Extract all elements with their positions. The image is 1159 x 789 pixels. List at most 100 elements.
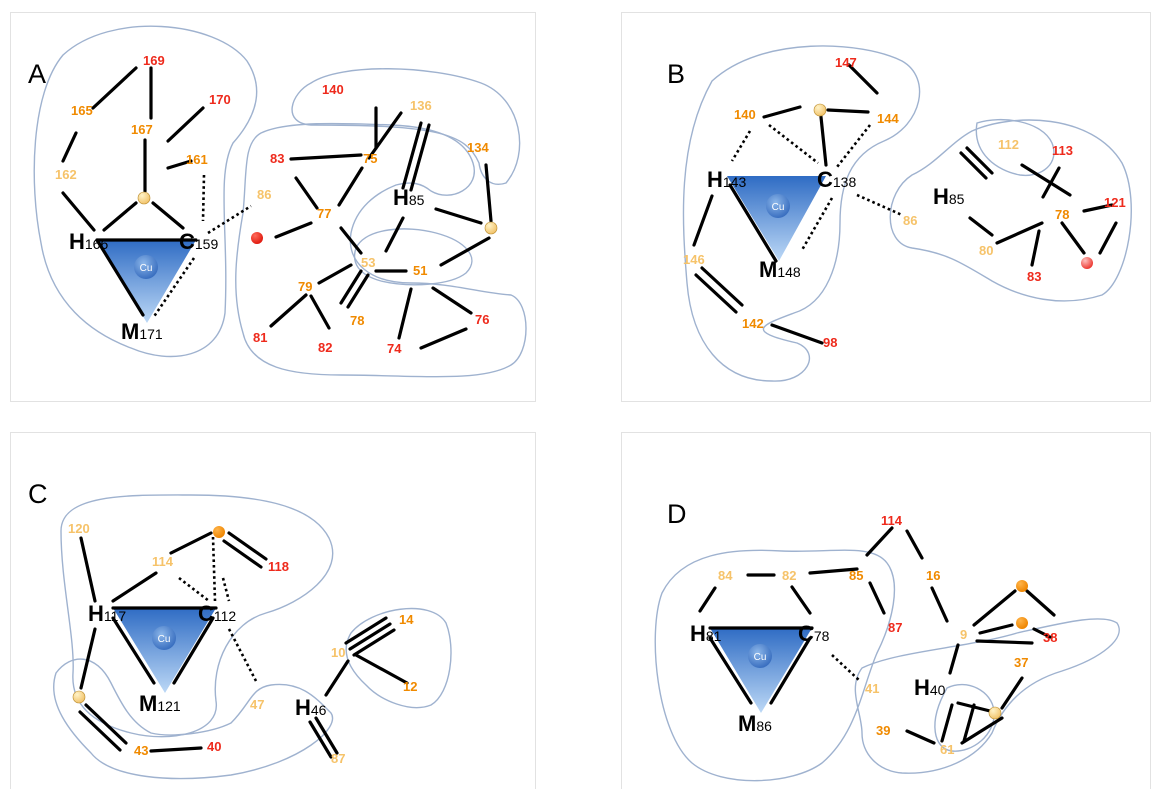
bond xyxy=(692,194,714,247)
bond xyxy=(1030,229,1041,267)
residue-label: 41 xyxy=(865,681,879,696)
atom-marker xyxy=(72,690,86,704)
bond xyxy=(111,571,158,603)
bottom-atom-index: 171 xyxy=(139,326,163,342)
bond xyxy=(960,716,1004,745)
dotted-bond xyxy=(768,123,819,165)
bond xyxy=(339,226,363,255)
bond xyxy=(95,238,145,317)
double-bond xyxy=(339,269,363,305)
extra-atom-letter: H xyxy=(933,184,949,209)
bond xyxy=(978,623,1014,635)
bond xyxy=(151,201,185,230)
atom-marker xyxy=(1081,257,1093,269)
bond xyxy=(728,183,778,263)
region-outline xyxy=(682,45,921,382)
region-outline xyxy=(60,494,334,738)
cu-atom xyxy=(766,194,790,218)
bond xyxy=(434,207,483,225)
residue-label: 114 xyxy=(152,554,174,569)
cu-atom xyxy=(152,626,176,650)
triple-bond xyxy=(348,622,392,651)
bottom-atom-letter: M xyxy=(738,711,756,736)
residue-label: 39 xyxy=(876,723,890,738)
panel-c: C Cu H117 C112 M121 H4 xyxy=(10,432,536,789)
bond xyxy=(1082,203,1114,213)
bond xyxy=(819,115,828,167)
left-atom-index: 117 xyxy=(104,608,127,624)
bond xyxy=(1025,589,1056,617)
region-outline xyxy=(53,658,334,780)
residue-label: 40 xyxy=(207,739,221,754)
residue-label: 142 xyxy=(742,316,764,331)
bond xyxy=(698,586,717,613)
region-outline xyxy=(934,683,995,752)
cu-triangle xyxy=(727,176,826,261)
dotted-bond xyxy=(831,654,861,682)
bond xyxy=(166,106,205,143)
bond xyxy=(972,589,1017,627)
double-bond xyxy=(401,121,423,190)
residue-label: 86 xyxy=(903,213,917,228)
region-outline xyxy=(354,228,473,286)
dotted-bond xyxy=(151,257,196,319)
bottom-atom-letter: M xyxy=(121,319,139,344)
bottom-atom-letter: M xyxy=(139,691,157,716)
center-atom-letter: C xyxy=(798,621,814,646)
bond xyxy=(868,581,886,615)
double-bond xyxy=(84,703,128,745)
center-atom-letter: C xyxy=(817,167,833,192)
cu-label: Cu xyxy=(158,634,171,645)
bond xyxy=(968,216,994,237)
residue-label: 161 xyxy=(186,152,208,167)
double-bond xyxy=(346,273,370,309)
bond xyxy=(826,108,870,114)
residue-label: 14 xyxy=(399,612,414,627)
bottom-atom-letter: M xyxy=(759,257,777,282)
bond xyxy=(61,131,78,163)
bond xyxy=(61,191,96,232)
cu-atom xyxy=(748,644,772,668)
atom-marker xyxy=(251,232,263,244)
panel-letter: B xyxy=(667,59,686,89)
panel-letter: A xyxy=(28,59,47,89)
bottom-atom-index: 148 xyxy=(777,264,801,280)
residue-label: 134 xyxy=(467,140,489,155)
atom-marker xyxy=(1016,617,1028,629)
bond xyxy=(166,159,193,170)
bond xyxy=(294,176,319,210)
double-bond xyxy=(314,716,339,755)
region-outline xyxy=(345,607,452,709)
double-bond xyxy=(959,151,988,180)
residue-label: 38 xyxy=(1043,630,1057,645)
residue-label: 112 xyxy=(998,137,1019,152)
dotted-bond xyxy=(201,174,206,222)
extra-atom-letter: H xyxy=(393,185,409,210)
bond xyxy=(309,294,331,330)
dotted-bond xyxy=(800,197,834,251)
region-outline xyxy=(235,122,527,378)
bond xyxy=(1060,221,1086,255)
bottom-atom-label: M121 xyxy=(139,691,181,716)
bond xyxy=(905,729,936,745)
cu-triangle xyxy=(113,608,216,693)
residue-label: 140 xyxy=(734,107,756,122)
dotted-bond xyxy=(221,577,231,602)
residue-label: 80 xyxy=(979,243,993,258)
bond xyxy=(905,529,924,560)
molecule-diagram: Cu H117 C112 M121 H46 120 114 118 47 14 … xyxy=(53,494,452,780)
left-atom-label: H166 xyxy=(69,229,108,254)
atom-marker xyxy=(137,191,151,205)
panel-letter: D xyxy=(667,499,687,529)
dotted-bond xyxy=(207,204,252,235)
atom-marker xyxy=(484,221,498,235)
residue-label: 121 xyxy=(1104,195,1126,210)
center-atom-letter: C xyxy=(198,601,214,626)
residue-label: 114 xyxy=(881,513,903,528)
bond xyxy=(762,105,802,119)
bond xyxy=(419,327,468,350)
bond xyxy=(940,703,954,743)
bond xyxy=(1032,627,1052,639)
bottom-atom-label: M86 xyxy=(738,711,772,736)
bond xyxy=(708,636,753,705)
